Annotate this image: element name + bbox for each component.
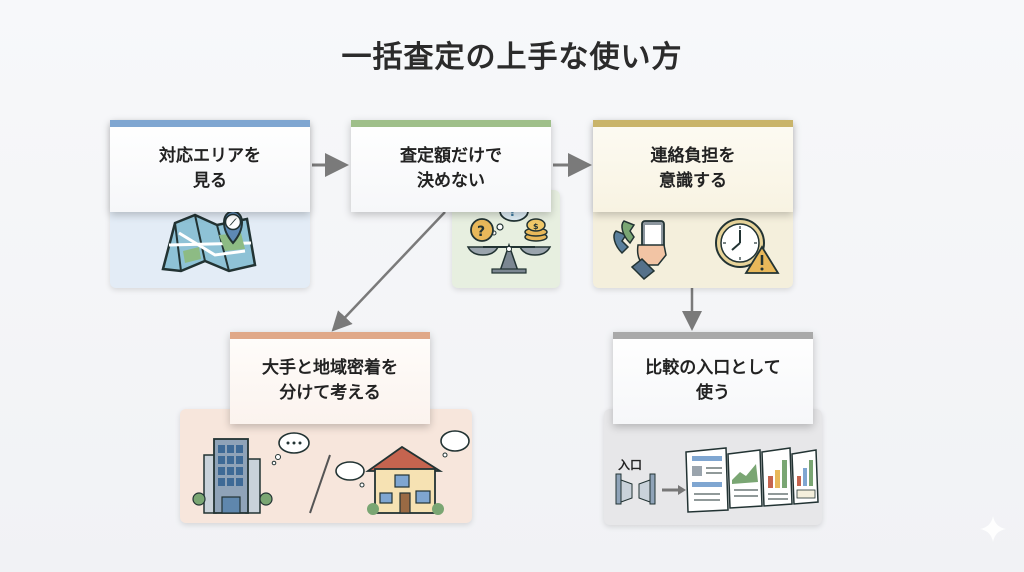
step-3-card: 連絡負担を 意識する [593,120,793,212]
step-2-label: 査定額だけで 決めない [400,146,502,191]
step-3-accent-bar [593,120,793,127]
svg-text:?: ? [509,205,517,220]
step-3-label: 連絡負担を 意識する [650,146,736,191]
svg-text:?: ? [477,224,485,240]
entrance-documents-icon [615,447,819,513]
entrance-label: 入口 [618,458,643,472]
step-1-accent-bar [110,120,310,127]
step-1-card: 対応エリアを 見る [110,120,310,212]
step-5-accent-bar [613,332,813,339]
page-title: 一括査定の上手な使い方 [341,40,683,75]
clock-warning-icon [715,218,780,274]
step-5-card: 比較の入口として 使う [613,332,813,424]
building-vs-house-icon [192,430,470,515]
step-4-label: 大手と地域密着を 分けて考える [262,358,398,403]
step-4-card: 大手と地域密着を 分けて考える [230,332,430,424]
step-5-label: 比較の入口として 使う [645,358,781,403]
map-compass-icon [161,209,257,273]
phone-hand-icon [613,220,667,280]
step-4-accent-bar [230,332,430,339]
step-1-label: 対応エリアを 見る [159,146,261,191]
step-2-accent-bar [351,120,551,127]
arrow-2-to-4 [331,211,446,332]
step-2-card: 査定額だけで 決めない [351,120,551,212]
svg-text:$: $ [533,222,539,231]
sparkle-icon [980,516,1006,542]
